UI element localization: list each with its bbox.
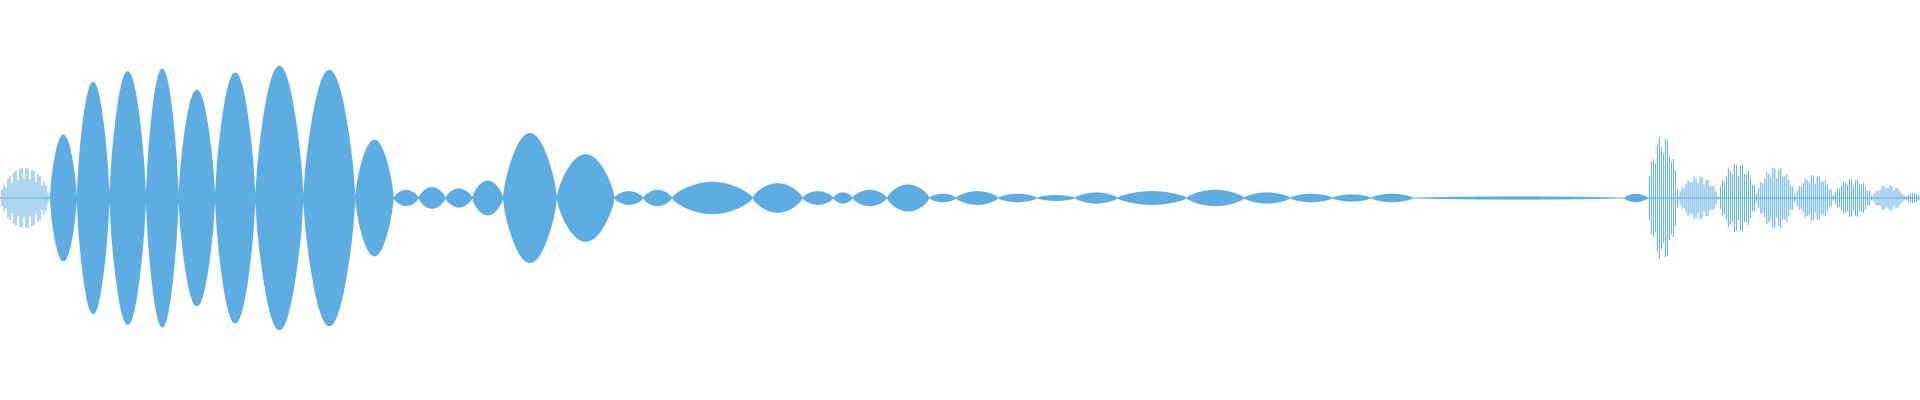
waveform-group [0,65,1920,331]
